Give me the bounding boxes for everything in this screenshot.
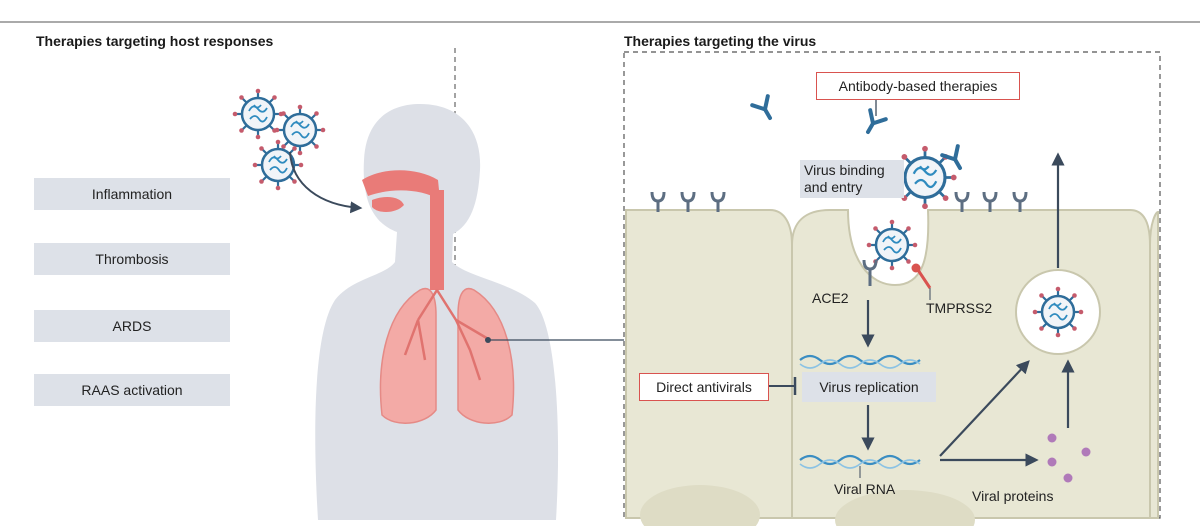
antibody-therapies-label: Antibody-based therapies (838, 78, 998, 94)
antibody-therapies-box: Antibody-based therapies (816, 72, 1020, 100)
viral-proteins-label: Viral proteins (972, 488, 1054, 504)
host-response-box-thrombosis: Thrombosis (34, 243, 230, 275)
rna-to-vesicle-arrow (939, 360, 1030, 457)
direct-antivirals-label: Direct antivirals (656, 379, 752, 395)
tmprss2-label: TMPRSS2 (926, 300, 993, 316)
host-response-label: Thrombosis (95, 251, 169, 267)
host-response-box-ards: ARDS (34, 310, 230, 342)
inhalation-arrow (289, 151, 363, 214)
direct-antivirals-box: Direct antivirals (639, 373, 769, 401)
antibody-icon (858, 108, 888, 139)
host-response-box-inflammation: Inflammation (34, 178, 230, 210)
antibody-icon (750, 94, 780, 125)
entering-virus-icon (865, 218, 919, 272)
ace2-label: ACE2 (812, 290, 849, 306)
viral-rna-label: Viral RNA (834, 481, 896, 497)
host-response-label: Inflammation (91, 186, 173, 202)
inhaled-virus-icon (273, 103, 327, 157)
host-response-label: RAAS activation (81, 382, 183, 398)
virus-entry-box: Virus binding and entry (800, 160, 904, 198)
viral-rna-strand (799, 454, 921, 466)
host-response-label: ARDS (112, 318, 152, 334)
rna-strand (799, 354, 921, 366)
host-panel-heading: Therapies targeting host responses (36, 33, 274, 49)
virus-entry-label-line2: and entry (804, 179, 863, 195)
epithelial-cells (625, 209, 1159, 526)
virus-panel-heading: Therapies targeting the virus (624, 33, 817, 49)
virus-entry-label-line1: Virus binding (804, 162, 885, 178)
host-response-box-raas: RAAS activation (34, 374, 230, 406)
virus-replication-label: Virus replication (819, 379, 919, 395)
assembled-virus-icon (1031, 285, 1085, 339)
inhaled-virus-icon (251, 138, 305, 192)
viral-protein-dots (1047, 433, 1091, 483)
human-body-illustration (315, 104, 559, 520)
virus-replication-box: Virus replication (802, 372, 936, 402)
